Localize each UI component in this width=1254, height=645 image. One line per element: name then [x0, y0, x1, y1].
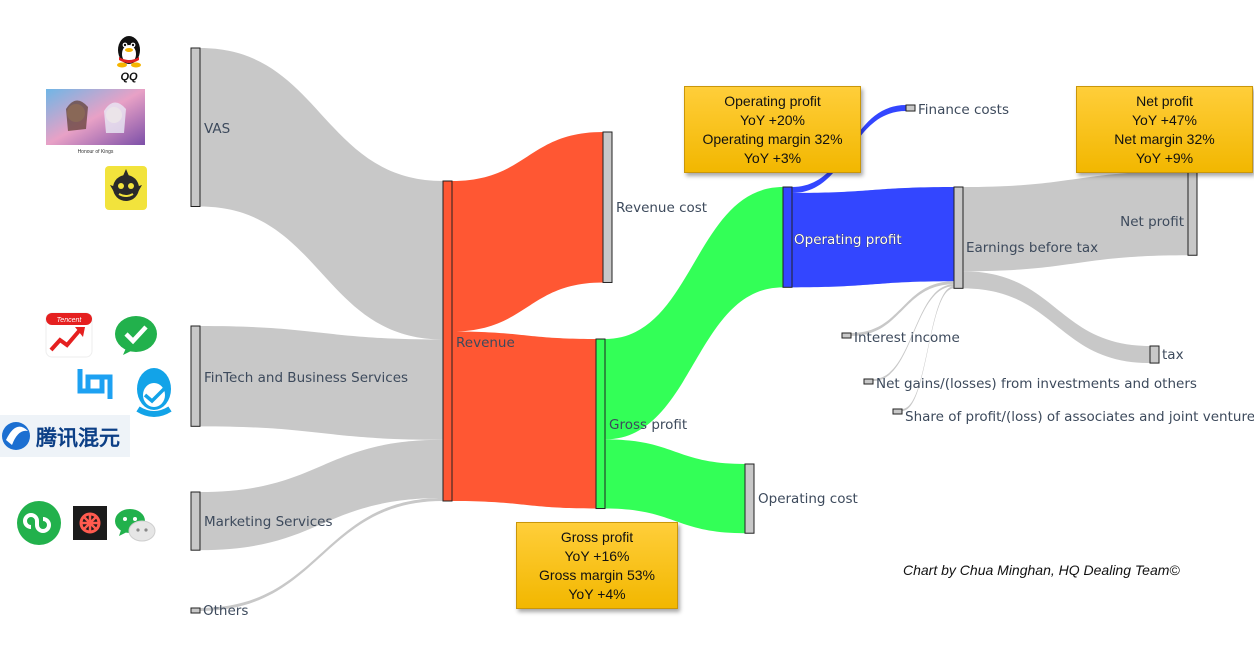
link-operating_profit-to-ebt [792, 187, 954, 288]
tencent-stock-icon: Tencent [45, 312, 93, 358]
callout-line: Net margin 32% [1114, 131, 1215, 147]
callout-operating-profit: Operating profit YoY +20% Operating marg… [684, 86, 861, 173]
hunyuan-label: 腾讯混元 [36, 426, 120, 450]
node-net_profit [1187, 170, 1198, 256]
callout-line: Gross profit [560, 529, 634, 545]
callout-line: YoY +20% [739, 112, 805, 128]
link-fintech-to-revenue [200, 326, 443, 440]
callout-net-profit: Net profit YoY +47% Net margin 32% YoY +… [1076, 86, 1253, 173]
label-net_profit: Net profit [1120, 214, 1184, 230]
node-revenue_cost [602, 131, 613, 283]
label-ebt: Earnings before tax [966, 240, 1098, 256]
node-revenue [442, 180, 453, 502]
label-gross_profit: Gross profit [609, 417, 687, 433]
callout-line: YoY +16% [564, 548, 630, 564]
callout-line: YoY +47% [1131, 112, 1197, 128]
callout-line: YoY +3% [743, 150, 802, 166]
callout-line: Net profit [1136, 93, 1193, 109]
node-vas [190, 47, 201, 207]
label-share_profit: Share of profit/(loss) of associates and… [905, 409, 1254, 425]
link-marketing-to-revenue [200, 439, 443, 551]
label-operating_profit: Operating profit [794, 232, 902, 248]
label-revenue: Revenue [456, 335, 515, 351]
link-others-to-revenue [200, 497, 443, 612]
game-icon [102, 163, 150, 213]
honour-of-kings-icon: Honour of Kings [46, 89, 145, 155]
link-ebt-to-net_profit [963, 171, 1188, 272]
qq-icon [131, 365, 177, 421]
node-interest_income [841, 332, 852, 339]
node-net_gains [863, 378, 874, 385]
link-revenue-to-gross_profit [452, 331, 596, 509]
callout-line: Operating margin 32% [702, 131, 843, 147]
hunyuan-icon: 腾讯混元 [0, 415, 130, 457]
node-finance_costs [905, 104, 916, 112]
link-vas-to-revenue [200, 48, 443, 340]
link-gross_profit-to-operating_cost [605, 439, 745, 534]
link-ebt-to-tax [963, 271, 1150, 364]
callout-line: YoY +4% [568, 586, 626, 602]
tencent-cloud-icon [72, 365, 118, 407]
label-operating_cost: Operating cost [758, 491, 858, 507]
callout-line: Gross margin 53% [539, 567, 655, 583]
label-net_gains: Net gains/(losses) from investments and … [876, 376, 1197, 392]
label-vas: VAS [204, 121, 230, 137]
video-channel-icon [73, 506, 107, 540]
honour-label: Honour of Kings [78, 149, 114, 155]
chart-credit: Chart by Chua Minghan, HQ Dealing Team© [903, 562, 1180, 578]
callout-line: YoY +9% [1135, 150, 1194, 166]
node-marketing [190, 491, 201, 551]
label-interest_income: Interest income [854, 330, 960, 346]
callout-line: Operating profit [724, 93, 821, 109]
callout-gross-profit: Gross profit YoY +16% Gross margin 53% Y… [516, 522, 678, 609]
label-others: Others [203, 603, 248, 619]
tencent-label: Tencent [57, 317, 83, 324]
node-operating_cost [744, 463, 755, 534]
node-tax [1149, 345, 1160, 364]
wechat-pay-icon [113, 314, 159, 356]
wechat-icon [113, 506, 157, 544]
sankey-labels: VAS FinTech and Business ServicesMarketin… [203, 102, 1254, 619]
node-ebt [953, 186, 964, 289]
link-interest_income-to-ebt [851, 281, 954, 337]
mini-program-icon [16, 500, 62, 546]
node-gross_profit [595, 338, 606, 510]
link-share_profit-to-ebt [902, 286, 954, 412]
qq-penguin-icon: QQ [108, 30, 150, 84]
qq-label: QQ [120, 71, 138, 83]
link-net_gains-to-ebt [873, 284, 954, 382]
node-share_profit [892, 408, 903, 415]
node-fintech [190, 325, 201, 427]
label-tax: tax [1162, 347, 1184, 363]
node-operating_profit [782, 186, 793, 288]
link-revenue-to-revenue_cost [452, 132, 603, 332]
node-others [190, 607, 201, 614]
sankey-nodes [190, 47, 1198, 614]
link-gross_profit-to-operating_profit [605, 187, 783, 440]
label-revenue_cost: Revenue cost [616, 200, 707, 216]
label-fintech: FinTech and Business Services [204, 370, 408, 386]
label-marketing: Marketing Services [204, 514, 333, 530]
label-finance_costs: Finance costs [918, 102, 1009, 118]
